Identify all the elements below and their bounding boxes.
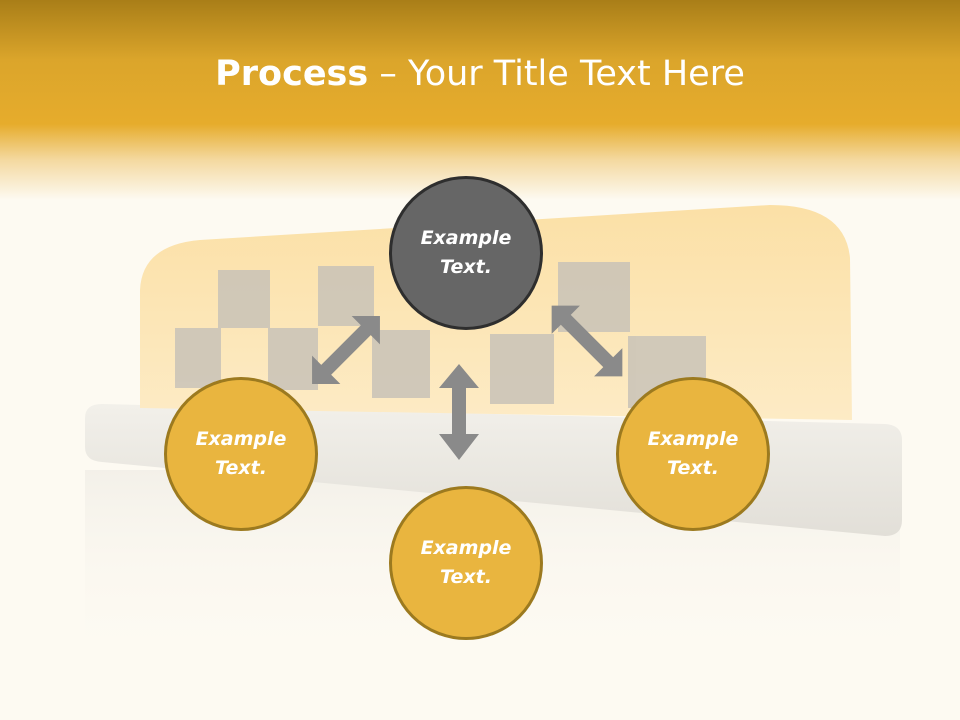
process-node-right[interactable]: Example Text. [616,377,770,531]
process-node-bottom[interactable]: Example Text. [389,486,543,640]
title-bold: Process [215,54,369,94]
vertical-double-arrow [439,364,479,460]
node-top-line2: Text. [440,256,492,278]
header-band [0,0,960,200]
node-left-line2: Text. [215,457,267,479]
title-rest: – Your Title Text Here [368,54,745,94]
process-node-left[interactable]: Example Text. [164,377,318,531]
right-diagonal-double-arrow [551,305,623,377]
node-right-line2: Text. [667,457,719,479]
node-right-line1: Example [647,428,739,450]
checker-pattern [175,262,706,408]
process-node-top[interactable]: Example Text. [389,176,543,330]
node-bottom-line2: Text. [440,566,492,588]
slide-title: Process – Your Title Text Here [0,52,960,96]
node-bottom-line1: Example [420,537,512,559]
node-left-line1: Example [195,428,287,450]
left-diagonal-double-arrow [312,316,380,384]
node-top-line1: Example [420,227,512,249]
